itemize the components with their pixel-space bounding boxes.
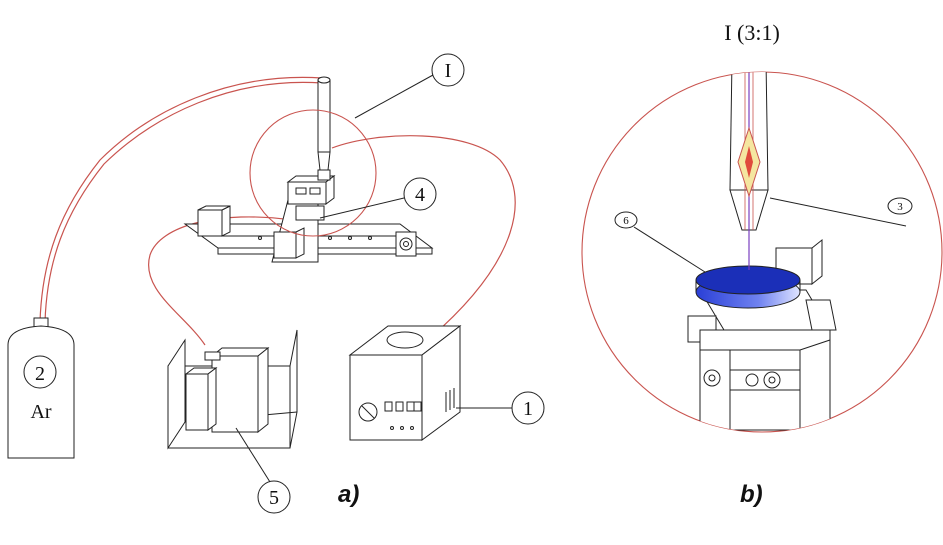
panel-a-label: a) <box>338 481 359 508</box>
panel-b-label: b) <box>740 481 763 508</box>
cylinder-gas-label: Ar <box>30 401 51 423</box>
argon-hose <box>39 76 323 323</box>
detail-view-content <box>687 72 837 431</box>
detail-title: I (3:1) <box>724 20 780 45</box>
detail-circle <box>249 109 377 237</box>
argon-cylinder: 2 Ar <box>7 317 75 459</box>
callout-power <box>511 391 545 425</box>
power-unit <box>348 324 462 441</box>
cooling-number: 5 <box>269 487 279 509</box>
callout-stage <box>403 177 437 211</box>
cooling-cable <box>148 216 293 346</box>
torch <box>317 76 331 181</box>
detail-ref-text: I <box>445 60 452 82</box>
callout-cooling <box>257 480 291 514</box>
xy-stage <box>183 175 434 263</box>
power-cable <box>331 135 516 339</box>
stage-number: 4 <box>415 184 425 206</box>
sample-number: 6 <box>623 215 629 227</box>
detail-torch <box>729 72 769 270</box>
callout-electrode <box>887 197 913 215</box>
callout-sample <box>614 211 638 229</box>
power-number: 1 <box>523 398 533 420</box>
callout-detail-ref <box>431 53 465 87</box>
argon-hose-inner <box>44 81 323 323</box>
cylinder-number: 2 <box>35 363 45 385</box>
cooling-unit <box>167 329 298 450</box>
electrode-number: 3 <box>897 201 903 213</box>
